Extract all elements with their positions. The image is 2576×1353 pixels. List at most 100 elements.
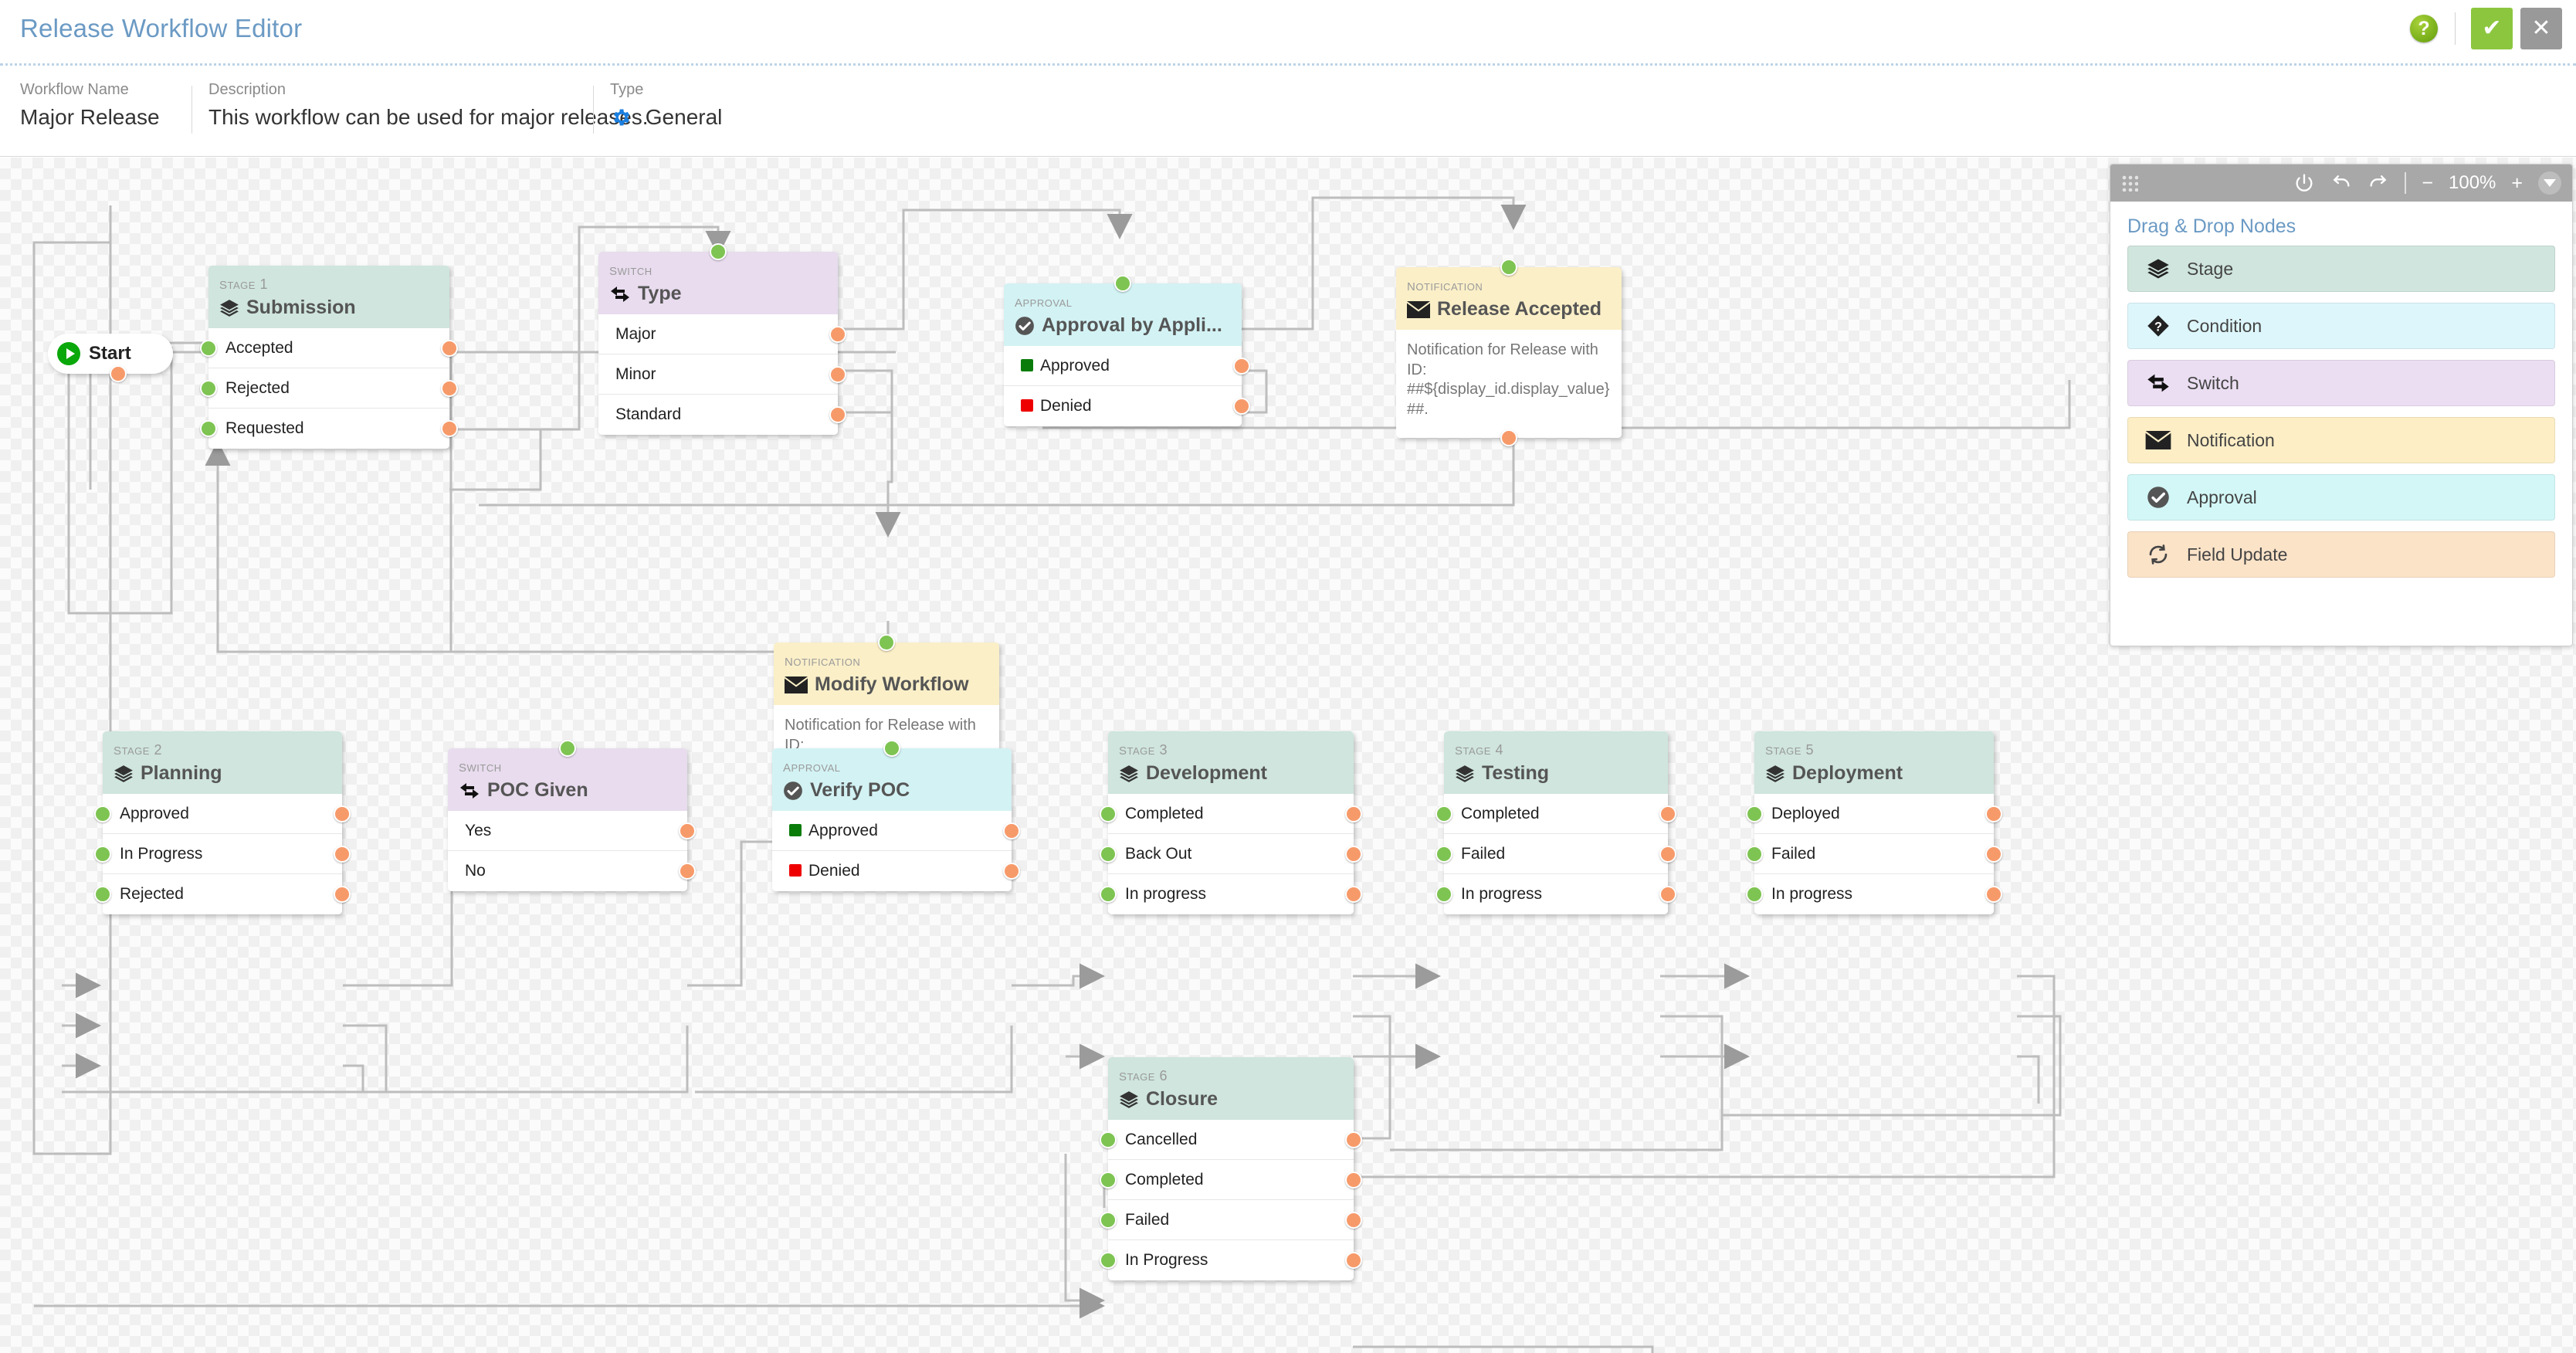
node-out-port[interactable] <box>1500 429 1517 447</box>
row-out-port[interactable] <box>829 406 846 423</box>
row-accepted[interactable]: Accepted <box>200 328 458 368</box>
row-out-port[interactable] <box>829 326 846 343</box>
row-failed[interactable]: Failed <box>1100 1200 1362 1240</box>
row-out-port[interactable] <box>1659 805 1676 822</box>
redo-icon[interactable] <box>2368 172 2389 194</box>
row-out-port[interactable] <box>1345 886 1362 903</box>
chevron-down-icon[interactable] <box>2538 171 2561 195</box>
row-out-port[interactable] <box>679 822 696 839</box>
row-out-port[interactable] <box>334 805 351 822</box>
row-out-port[interactable] <box>1985 805 2002 822</box>
row-standard[interactable]: Standard <box>598 395 846 435</box>
node-submission[interactable]: Stage 1 Submission Accepted <box>200 266 458 449</box>
start-out-port[interactable] <box>110 365 127 382</box>
row-out-port[interactable] <box>1659 886 1676 903</box>
node-palette-panel[interactable]: − 100% + Drag & Drop Nodes Stage <box>2110 164 2573 646</box>
node-in-port[interactable] <box>710 243 727 260</box>
row-requested[interactable]: Requested <box>200 409 458 449</box>
row-in-port[interactable] <box>1435 886 1452 903</box>
row-yes[interactable]: Yes <box>448 811 696 851</box>
row-denied[interactable]: Denied <box>1004 386 1250 426</box>
row-completed[interactable]: Completed <box>1100 1160 1362 1200</box>
row-in-port[interactable] <box>1100 1212 1117 1229</box>
row-in-progress[interactable]: In progress <box>1746 874 2002 914</box>
row-out-port[interactable] <box>1345 1252 1362 1269</box>
row-deployed[interactable]: Deployed <box>1746 794 2002 834</box>
row-out-port[interactable] <box>829 366 846 383</box>
row-out-port[interactable] <box>1345 1131 1362 1148</box>
row-out-port[interactable] <box>1233 358 1250 375</box>
row-out-port[interactable] <box>334 886 351 903</box>
power-icon[interactable] <box>2293 172 2315 194</box>
row-out-port[interactable] <box>441 340 458 357</box>
row-in-progress[interactable]: In Progress <box>1100 1240 1362 1280</box>
row-out-port[interactable] <box>1003 822 1020 839</box>
row-in-port[interactable] <box>1100 1252 1117 1269</box>
node-testing[interactable]: Stage 4 Testing Completed <box>1435 731 1676 914</box>
row-major[interactable]: Major <box>598 314 846 354</box>
node-in-port[interactable] <box>1114 275 1131 292</box>
row-out-port[interactable] <box>1345 1172 1362 1189</box>
palette-item-switch[interactable]: Switch <box>2127 360 2555 406</box>
row-out-port[interactable] <box>334 846 351 863</box>
row-out-port[interactable] <box>1233 398 1250 415</box>
node-release-accepted[interactable]: Notification Release Accepted Notificati… <box>1396 259 1622 447</box>
node-deployment[interactable]: Stage 5 Deployment Deployed <box>1746 731 2002 914</box>
row-approved[interactable]: Approved <box>1004 346 1250 386</box>
node-poc-given[interactable]: Switch POC Given Yes N <box>448 740 696 891</box>
row-completed[interactable]: Completed <box>1100 794 1362 834</box>
node-planning[interactable]: Stage 2 Planning Approved <box>94 731 351 914</box>
node-closure[interactable]: Stage 6 Closure Cancelled <box>1100 1057 1362 1280</box>
zoom-in-button[interactable]: + <box>2511 171 2523 194</box>
row-completed[interactable]: Completed <box>1435 794 1676 834</box>
palette-toolbar[interactable]: − 100% + <box>2110 164 2572 202</box>
row-in-port[interactable] <box>1746 805 1763 822</box>
row-in-port[interactable] <box>94 805 111 822</box>
node-approval-by-application[interactable]: Approval Approval by Appli... Approved <box>1004 275 1250 426</box>
row-out-port[interactable] <box>1659 846 1676 863</box>
row-denied[interactable]: Denied <box>772 851 1020 891</box>
row-out-port[interactable] <box>1345 846 1362 863</box>
row-in-port[interactable] <box>1100 805 1117 822</box>
start-node[interactable]: Start <box>48 334 173 382</box>
row-out-port[interactable] <box>679 863 696 880</box>
row-failed[interactable]: Failed <box>1746 834 2002 874</box>
row-out-port[interactable] <box>1345 1212 1362 1229</box>
node-in-port[interactable] <box>883 740 900 757</box>
row-in-port[interactable] <box>94 846 111 863</box>
row-no[interactable]: No <box>448 851 696 891</box>
row-in-progress[interactable]: In progress <box>1100 874 1362 914</box>
row-in-port[interactable] <box>1435 805 1452 822</box>
palette-item-condition[interactable]: ? Condition <box>2127 303 2555 349</box>
row-in-port[interactable] <box>1746 886 1763 903</box>
row-minor[interactable]: Minor <box>598 354 846 395</box>
row-in-port[interactable] <box>200 420 217 437</box>
node-development[interactable]: Stage 3 Development Completed <box>1100 731 1362 914</box>
undo-icon[interactable] <box>2330 172 2352 194</box>
row-out-port[interactable] <box>1003 863 1020 880</box>
node-in-port[interactable] <box>1500 259 1517 276</box>
row-in-port[interactable] <box>1100 1131 1117 1148</box>
node-type-switch[interactable]: Switch Type Major Mino <box>598 243 846 435</box>
palette-item-notification[interactable]: Notification <box>2127 417 2555 463</box>
row-in-port[interactable] <box>1746 846 1763 863</box>
row-failed[interactable]: Failed <box>1435 834 1676 874</box>
row-approved[interactable]: Approved <box>772 811 1020 851</box>
save-button[interactable]: ✔ <box>2471 8 2513 49</box>
zoom-out-button[interactable]: − <box>2422 171 2433 194</box>
node-in-port[interactable] <box>878 634 895 651</box>
row-in-port[interactable] <box>200 380 217 397</box>
row-in-port[interactable] <box>1100 886 1117 903</box>
node-verify-poc[interactable]: Approval Verify POC Approved <box>772 740 1020 891</box>
row-in-port[interactable] <box>1435 846 1452 863</box>
row-out-port[interactable] <box>441 420 458 437</box>
node-in-port[interactable] <box>559 740 576 757</box>
drag-handle-icon[interactable] <box>2121 175 2138 192</box>
row-in-port[interactable] <box>1100 846 1117 863</box>
palette-item-field-update[interactable]: Field Update <box>2127 531 2555 578</box>
row-out-port[interactable] <box>1985 886 2002 903</box>
row-in-progress[interactable]: In Progress <box>94 834 351 874</box>
palette-item-approval[interactable]: Approval <box>2127 474 2555 521</box>
help-icon[interactable]: ? <box>2410 15 2438 42</box>
row-out-port[interactable] <box>1985 846 2002 863</box>
